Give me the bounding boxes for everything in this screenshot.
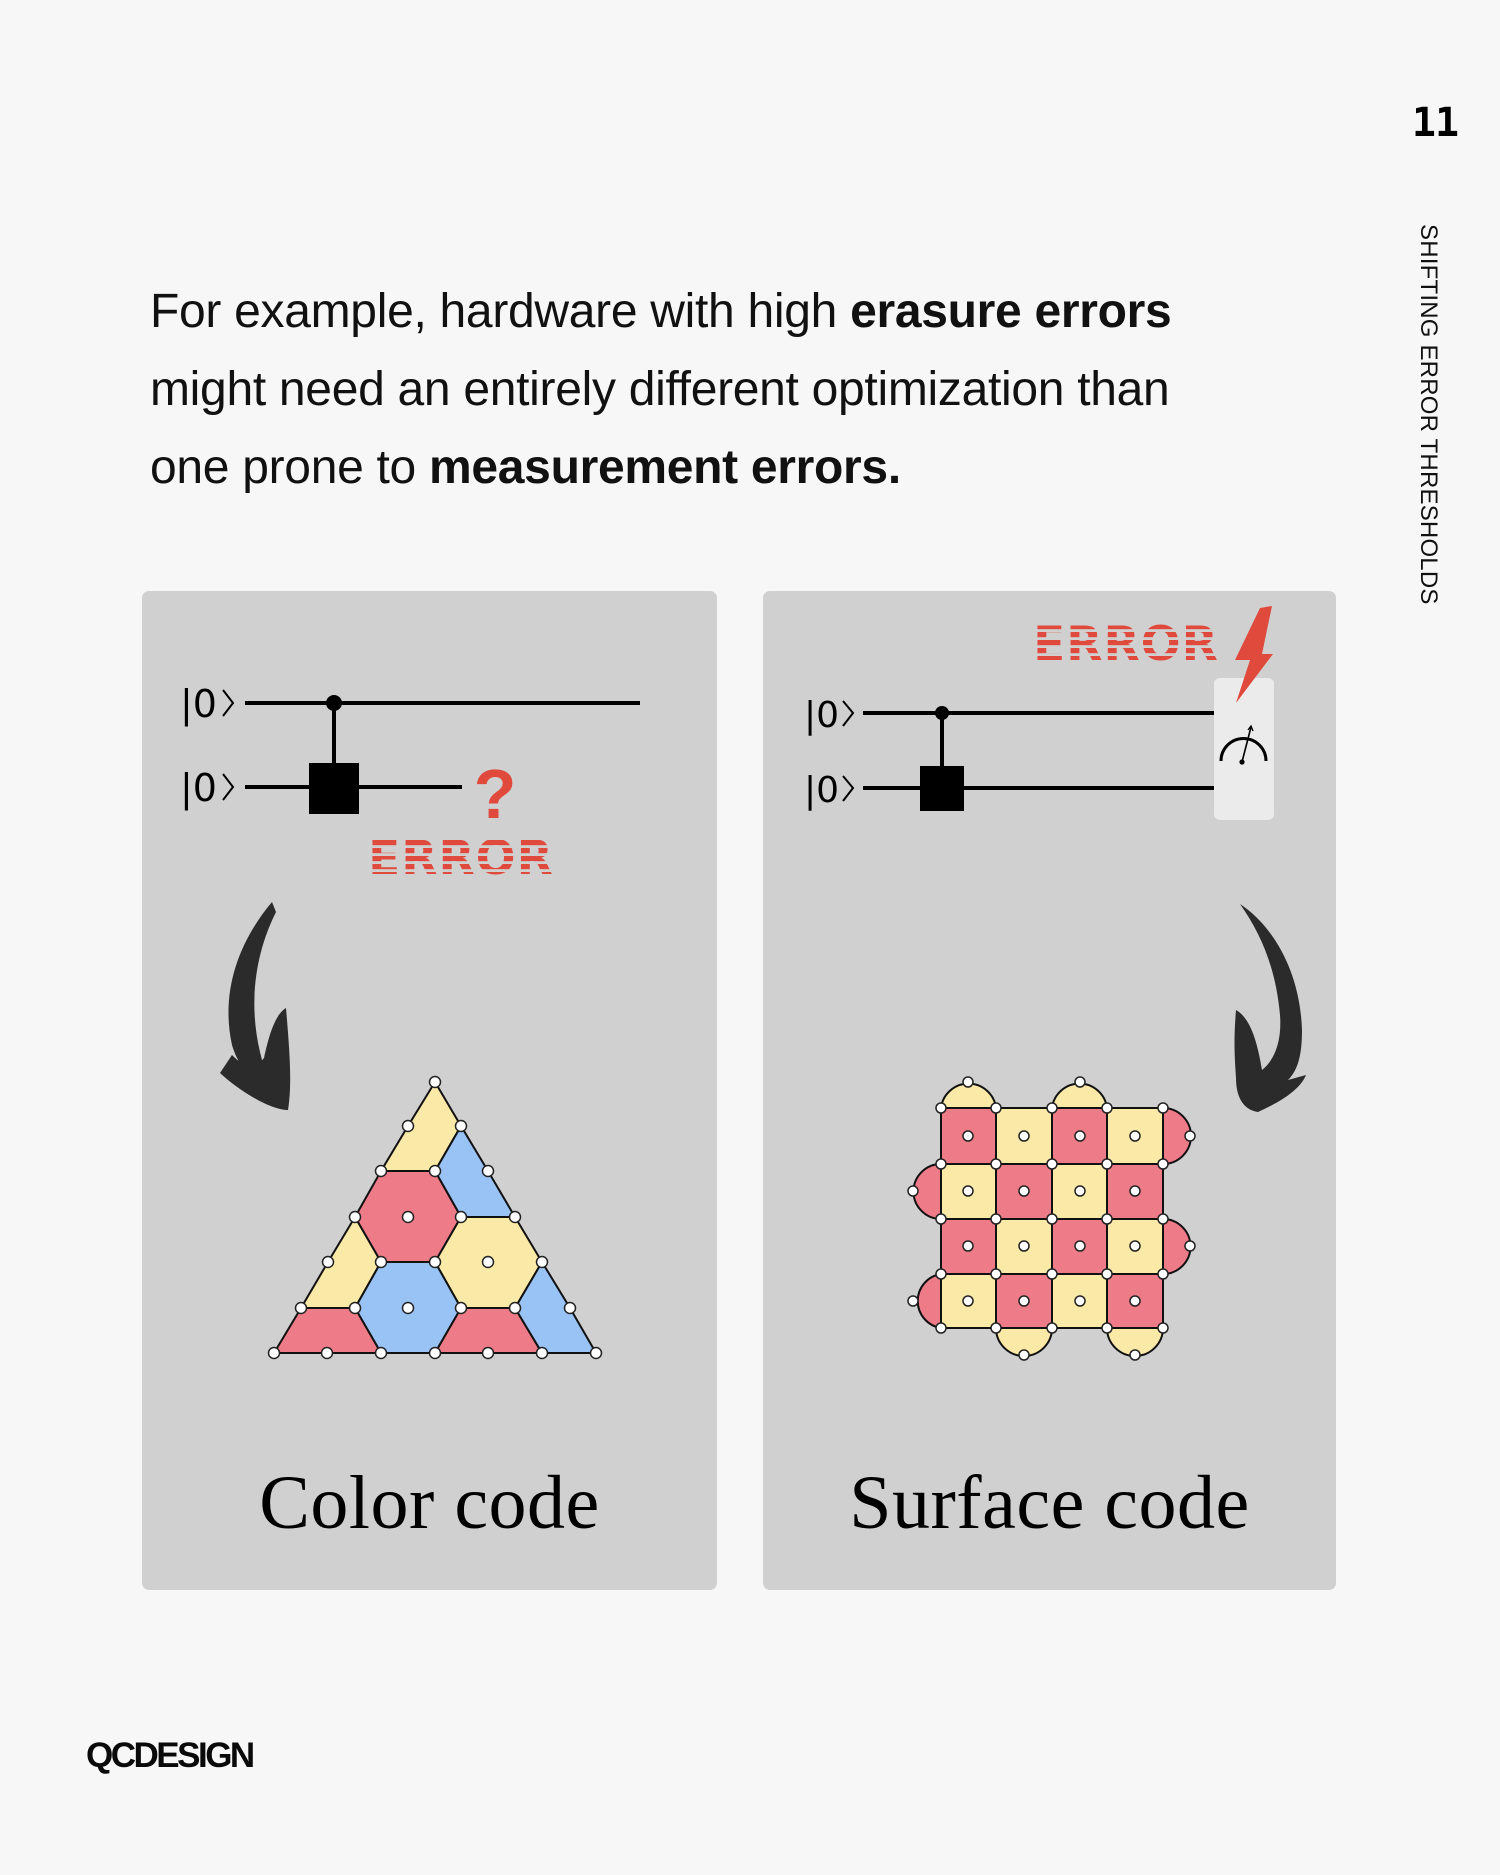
red-plaquette: [434, 1307, 543, 1354]
curved-arrow-down-icon: [1234, 904, 1306, 1112]
svg-text:|0: |0: [804, 770, 839, 811]
error-label: ERROR: [1033, 617, 1219, 672]
surface-code-circuit: |0 |0 ERROR: [804, 606, 1274, 820]
red-stabilizer: [1106, 1163, 1164, 1220]
lead-paragraph: For example, hardware with high erasure …: [150, 273, 1350, 507]
control-dot-icon: [935, 706, 949, 720]
lead-line-1: For example, hardware with high erasure …: [150, 273, 1350, 351]
lead-text: one prone to: [150, 441, 429, 494]
control-dot-icon: [326, 695, 342, 711]
red-plaquette: [273, 1307, 382, 1354]
svg-text:|0: |0: [180, 766, 217, 811]
ket-bracket-icon: [842, 700, 855, 802]
ket-bracket-icon: [222, 689, 235, 801]
blue-plaquette: [514, 1261, 597, 1354]
section-title: SHIFTING ERROR THRESHOLDS: [1415, 224, 1442, 605]
lead-emphasis-measurement: measurement errors.: [429, 441, 901, 494]
svg-text:ERROR: ERROR: [1033, 617, 1219, 672]
svg-text:ERROR: ERROR: [368, 831, 554, 886]
gate-box-icon: [920, 766, 964, 811]
color-code-label: Color code: [259, 1461, 600, 1545]
lead-emphasis-erasure: erasure errors: [850, 285, 1172, 338]
surface-code-qubits: [907, 1076, 1196, 1361]
surface-code-label: Surface code: [849, 1461, 1250, 1545]
qubit-wire: [863, 711, 1214, 790]
qubit-wire: [245, 701, 640, 789]
lead-line-3: one prone to measurement errors.: [150, 429, 1350, 507]
meter-icon: [1219, 724, 1268, 765]
qcdesign-logo: QCDESIGN: [86, 1736, 255, 1775]
lead-text: For example, hardware with high: [150, 285, 851, 338]
color-code-lattice: [273, 1081, 597, 1354]
gate-box-icon: [309, 763, 359, 814]
error-label: ERROR: [368, 831, 554, 886]
red-boundary-stabilizer: [916, 1272, 942, 1330]
ket-zero-label: |0 |0: [804, 695, 839, 811]
measurement-box: [1214, 678, 1274, 820]
ket-zero-label: |0 |0: [180, 682, 217, 811]
red-stabilizer: [1051, 1107, 1108, 1165]
curved-arrow-down-icon: [220, 902, 291, 1110]
lead-line-2: might need an entirely different optimiz…: [150, 363, 1170, 416]
svg-text:|0: |0: [804, 695, 839, 736]
svg-text:|0: |0: [180, 682, 217, 727]
page-number: 11: [1411, 100, 1459, 146]
color-code-qubits: [267, 1075, 603, 1360]
lightning-icon: [1235, 606, 1273, 703]
error-question-mark: ?: [474, 755, 517, 833]
color-code-circuit: |0 |0 ? ERROR: [180, 682, 640, 886]
